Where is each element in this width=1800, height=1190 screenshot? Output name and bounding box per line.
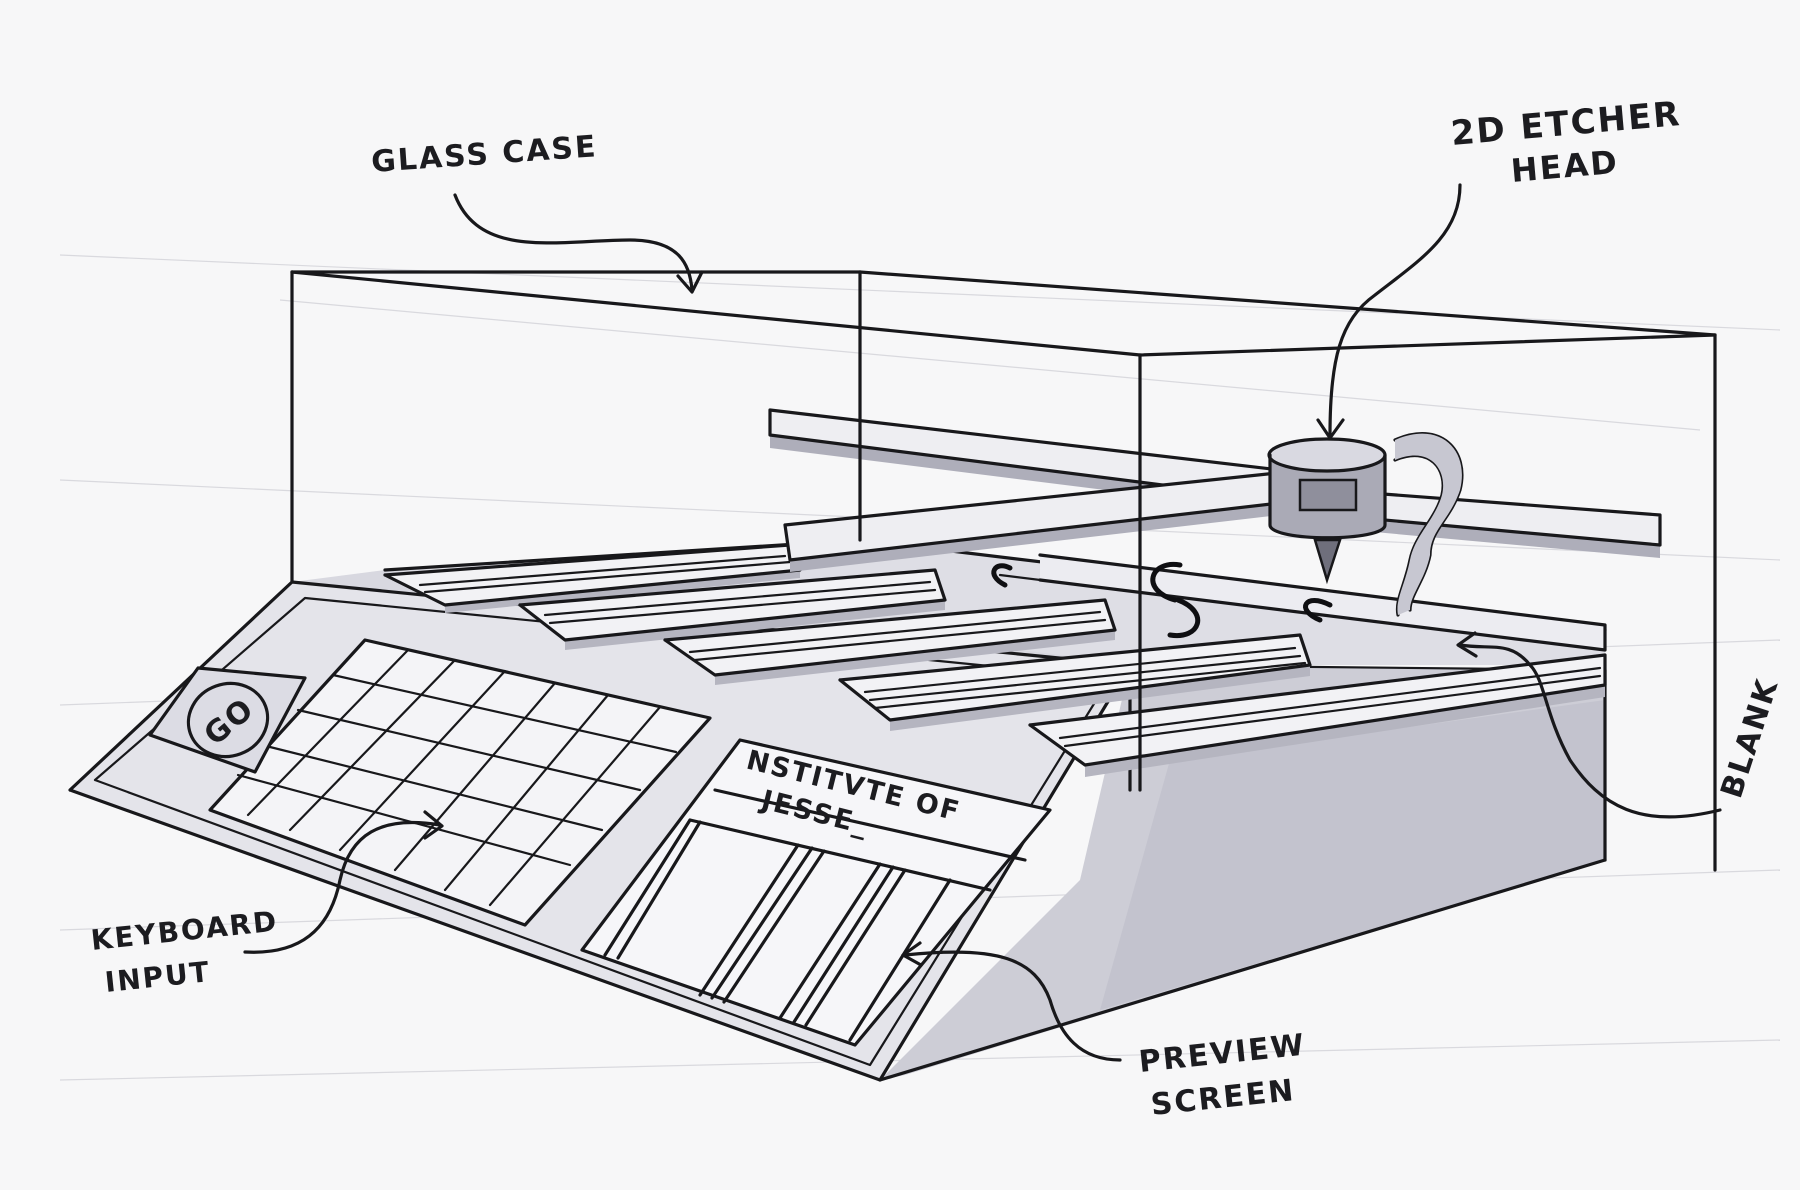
bed-bar-2 [518,568,947,650]
preview-screen: NSTITVTE OF JESSE_ [580,738,1052,1047]
glass-case [290,270,1717,872]
arrow-glass-case [453,193,694,292]
clamp-mark-2 [1167,597,1201,639]
annotation-arrows [243,183,1722,1062]
etcher-gantry [768,408,1662,617]
arrow-etcher-head [1328,183,1462,437]
clamp-mark-4 [991,563,1013,588]
clamp-mark-1 [1150,561,1183,603]
label-etcher-head-line2: HEAD [1509,143,1620,190]
keyboard [208,638,712,927]
bed-bar-4 [838,633,1312,731]
keyboard-keys [236,648,678,907]
label-etcher-head-line1: 2D ETCHER [1449,94,1683,154]
arrow-keyboard-input [243,820,442,954]
label-preview-screen-line2: SCREEN [1149,1073,1297,1123]
etcher-head [1267,437,1387,585]
base-right-side-dark [1100,700,1605,1010]
label-glass-case: GLASS CASE [370,129,598,180]
label-preview-screen-line1: PREVIEW [1137,1028,1307,1080]
arrow-preview-screen [903,950,1122,1062]
rail-bed [383,538,1607,777]
bed-bar-3 [663,598,1117,685]
preview-stripes [603,818,952,1042]
label-keyboard-input-line2: INPUT [103,955,212,999]
go-button[interactable]: GO [148,666,307,774]
bed-bar-5 [1028,653,1607,777]
arrow-blank [1458,643,1722,819]
label-keyboard-input-line1: KEYBOARD [89,904,279,956]
label-blank: BLANK [1714,674,1785,802]
clamp-mark-3 [1303,598,1333,623]
